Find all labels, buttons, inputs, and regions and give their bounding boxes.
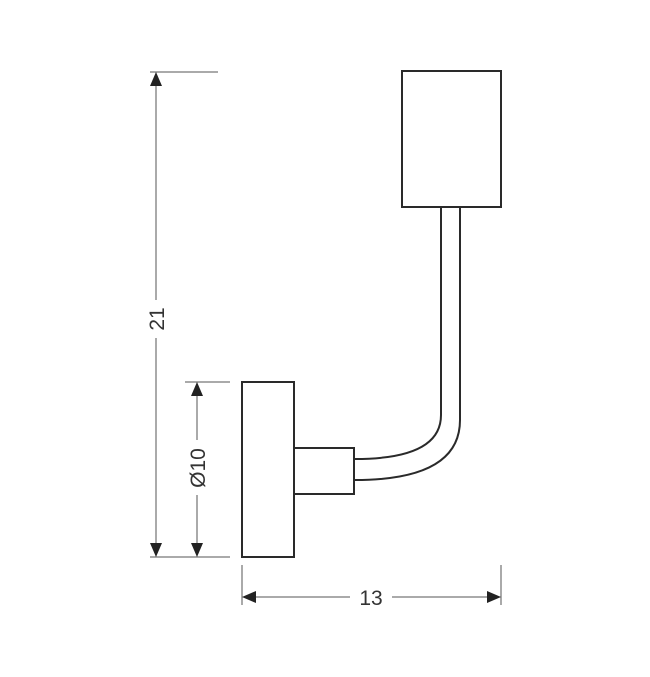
arrow-down-icon [150, 543, 162, 557]
arrow-up-icon [191, 382, 203, 396]
arm-pipe-inner [354, 207, 442, 460]
lamp-holder [401, 70, 502, 208]
height-label: 21 [146, 307, 169, 330]
arm-pipe-outer [354, 207, 461, 481]
diameter-label: Ø10 [187, 448, 210, 488]
collar [293, 447, 355, 495]
arrow-left-icon [242, 591, 256, 603]
wall-plate [241, 381, 295, 558]
width-label: 13 [359, 587, 382, 610]
arrow-right-icon [487, 591, 501, 603]
arrow-down-icon [191, 543, 203, 557]
arrow-up-icon [150, 72, 162, 86]
